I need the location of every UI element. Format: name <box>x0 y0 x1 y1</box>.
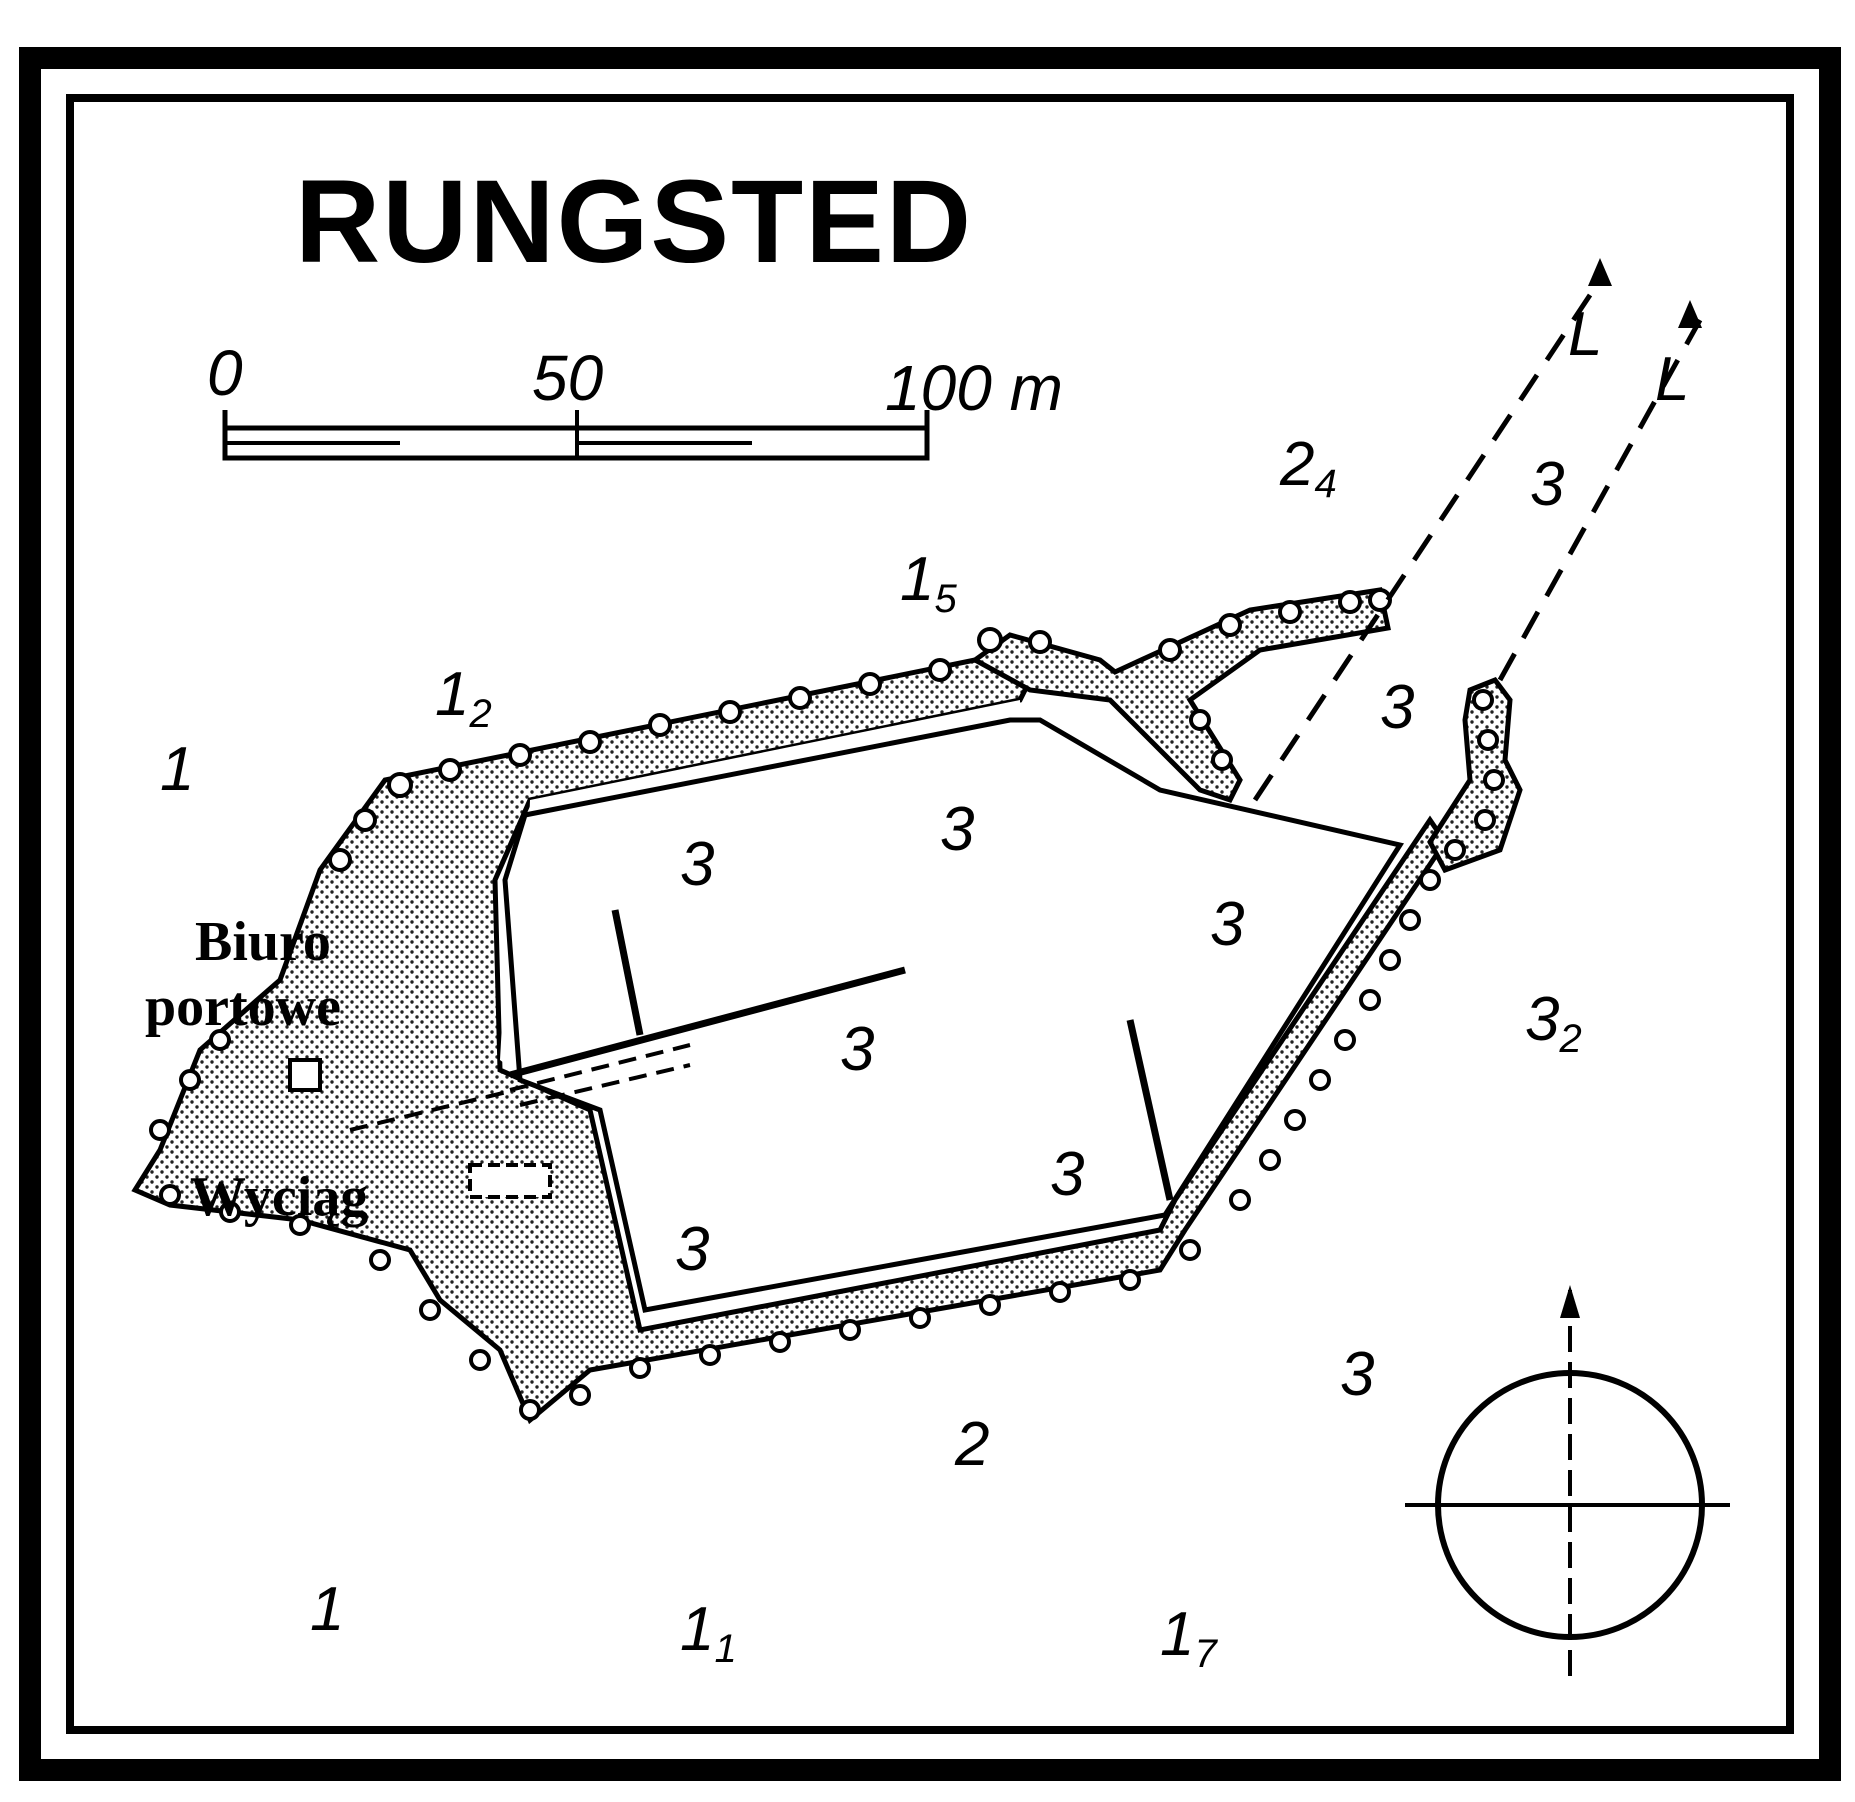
depth-sounding: 17 <box>1160 1600 1218 1676</box>
office-building-icon <box>288 1058 322 1092</box>
basin-water <box>502 717 1405 1313</box>
scale-label-mid: 50 <box>532 342 604 414</box>
depth-sounding: 3 <box>940 795 974 864</box>
depth-sounding: 3 <box>1050 1140 1084 1209</box>
office-label: Biuro <box>195 911 331 973</box>
leading-lines <box>1252 278 1703 802</box>
depth-sounding: 2 <box>954 1410 989 1479</box>
depth-sounding: 1 <box>160 735 194 804</box>
depth-sounding: 24 <box>1279 430 1337 506</box>
scale-bar: 0 50 100 m <box>207 337 1063 461</box>
depth-sounding: 32 <box>1525 985 1582 1061</box>
depth-sounding: 11 <box>680 1595 737 1671</box>
map-frame <box>19 47 1841 1781</box>
map-title: RUNGSTED <box>295 156 973 288</box>
leading-light-arrow-icon <box>1588 258 1612 286</box>
depth-sounding: 3 <box>840 1015 874 1084</box>
inner-piers <box>509 909 1174 1201</box>
scale-label-end: 100 m <box>885 352 1063 424</box>
depth-sounding: 3 <box>680 830 714 899</box>
office-label: portowe <box>145 976 341 1038</box>
depth-sounding: 3 <box>1380 673 1414 742</box>
ne-breakwater <box>970 587 1391 804</box>
depth-sounding: 3 <box>675 1215 709 1284</box>
hoist-icon <box>468 1163 552 1199</box>
depth-sounding: 3 <box>1340 1340 1374 1409</box>
depth-sounding: 15 <box>900 545 957 621</box>
leading-light-arrow-icon <box>1678 300 1702 328</box>
depth-sounding: 12 <box>435 660 492 736</box>
hoist-label: Wyciąg <box>190 1166 368 1228</box>
east-breakwater <box>1427 676 1523 874</box>
leading-light-label: L <box>1568 300 1602 369</box>
scale-label-zero: 0 <box>207 337 243 409</box>
slipway <box>349 1043 691 1132</box>
depth-sounding: 1 <box>310 1575 344 1644</box>
depth-sounding: 3 <box>1210 890 1244 959</box>
depth-soundings: 24 3 15 12 1 3 3 3 3 3 32 3 3 3 2 1 11 1… <box>160 430 1582 1676</box>
compass-icon <box>1405 1285 1730 1680</box>
leading-light-label: L <box>1655 345 1689 414</box>
depth-sounding: 3 <box>1530 450 1564 519</box>
